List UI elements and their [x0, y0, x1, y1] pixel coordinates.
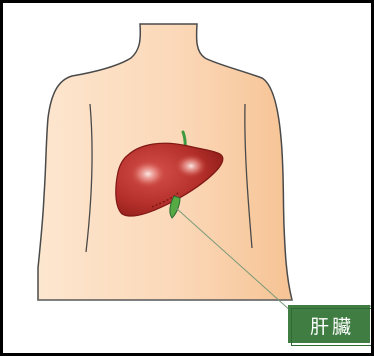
- liver-label-text: 肝臟: [310, 318, 354, 337]
- liver-highlight-right: [175, 154, 207, 178]
- liver-label: 肝臟: [291, 308, 373, 346]
- liver-highlight-left: [130, 160, 166, 188]
